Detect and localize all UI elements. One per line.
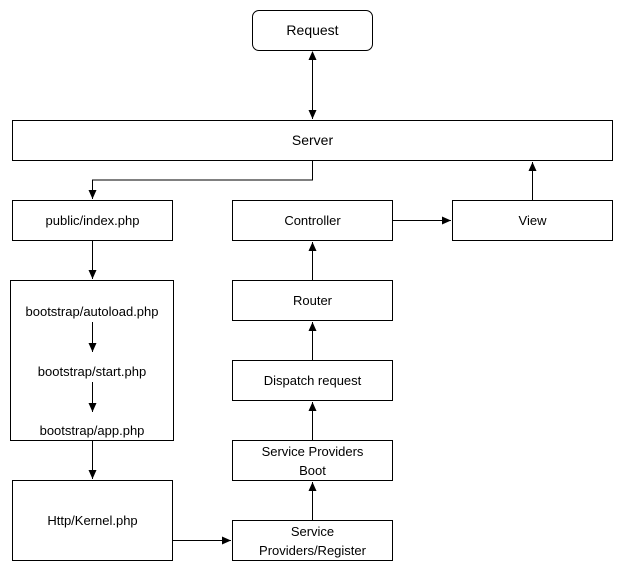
public-index-node: public/index.php — [12, 200, 173, 241]
http-kernel-label: Http/Kernel.php — [47, 513, 138, 528]
service-providers-register-label-line1: Service — [290, 523, 335, 539]
bootstrap-autoload-label: bootstrap/autoload.php — [25, 304, 159, 319]
server-label: Server — [291, 132, 334, 148]
request-node: Request — [252, 10, 373, 51]
router-node: Router — [232, 280, 393, 321]
request-label: Request — [286, 22, 339, 38]
service-providers-boot-node: Service Providers Boot — [232, 440, 393, 481]
bootstrap-app-label: bootstrap/app.php — [39, 423, 145, 438]
view-label: View — [518, 213, 547, 228]
bootstrap-group-node: bootstrap/autoload.php bootstrap/start.p… — [10, 280, 174, 441]
view-node: View — [452, 200, 613, 241]
service-providers-register-label-line2: Providers/Register — [259, 542, 366, 558]
service-providers-boot-label-line1: Service Providers — [261, 443, 364, 459]
service-providers-boot-label-line2: Boot — [299, 462, 326, 478]
controller-label: Controller — [284, 213, 341, 228]
public-index-label: public/index.php — [45, 213, 140, 228]
router-label: Router — [292, 293, 333, 308]
dispatch-request-node: Dispatch request — [232, 360, 393, 401]
service-providers-register-node: Service Providers/Register — [232, 520, 393, 561]
http-kernel-node: Http/Kernel.php — [12, 480, 173, 561]
controller-node: Controller — [232, 200, 393, 241]
dispatch-request-label: Dispatch request — [263, 373, 362, 388]
arrow-server-public-index — [88, 161, 313, 199]
server-node: Server — [12, 120, 613, 161]
bootstrap-start-label: bootstrap/start.php — [37, 363, 147, 379]
